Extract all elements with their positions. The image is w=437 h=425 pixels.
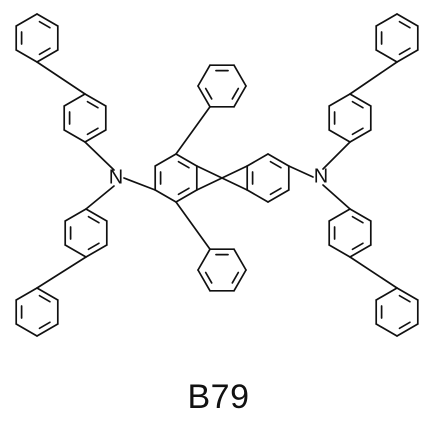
- ring-pendant-phenyl-bottom-bond: [234, 270, 246, 291]
- ring-biphenyl-inner-upper-right-double-bond: [353, 102, 363, 108]
- ring-biphenyl-inner-lower-right-bond: [350, 209, 371, 221]
- ring-terminal-phenyl-lower-right-bond: [397, 288, 418, 300]
- ring-terminal-phenyl-lower-right-double-bond: [400, 296, 410, 302]
- ring-terminal-phenyl-upper-left-bond: [37, 50, 58, 62]
- bond-n-right-lower: [323, 185, 350, 209]
- compound-label: B79: [0, 378, 437, 417]
- bond-biphenyl-link-lower-right: [350, 257, 397, 288]
- ring-terminal-phenyl-upper-left-bond: [16, 14, 37, 26]
- ring-terminal-phenyl-lower-left-bond: [37, 288, 58, 300]
- ring-biphenyl-inner-upper-left-bond: [85, 94, 106, 106]
- ring-pendant-phenyl-top-double-bond: [206, 89, 212, 99]
- ring-terminal-phenyl-upper-right-double-bond: [400, 48, 410, 54]
- ring-biphenyl-inner-upper-left-bond: [85, 130, 106, 142]
- bond-n-left-lower: [86, 186, 114, 209]
- ring-biphenyl-inner-upper-right-bond: [350, 94, 371, 106]
- ring-central-core-bond: [155, 154, 176, 166]
- ring-terminal-phenyl-upper-right-bond: [397, 14, 418, 26]
- ring-pendant-phenyl-top-bond: [198, 65, 210, 86]
- ring-pendant-phenyl-bottom-bond: [198, 249, 210, 270]
- ring-central-core-bond: [176, 154, 197, 166]
- ring-bridge-phenylene-bond: [247, 154, 268, 166]
- bond-biphenyl-link-upper-left: [37, 62, 85, 94]
- bond-biphenyl-link-upper-right: [350, 62, 397, 94]
- ring-biphenyl-inner-lower-right-double-bond: [353, 243, 363, 249]
- ring-terminal-phenyl-lower-right-bond: [376, 288, 397, 300]
- ring-biphenyl-inner-upper-right-bond: [329, 94, 350, 106]
- ring-biphenyl-inner-lower-right-double-bond: [353, 217, 363, 223]
- ring-bridge-phenylene-bond: [268, 154, 289, 166]
- ring-biphenyl-inner-upper-right-bond: [350, 130, 371, 142]
- ring-pendant-phenyl-top-double-bond: [232, 89, 238, 99]
- ring-bridge-phenylene-bond: [247, 190, 268, 202]
- ring-terminal-phenyl-lower-left-bond: [37, 324, 58, 336]
- chemical-structure-diagram: N N: [0, 0, 437, 370]
- ring-biphenyl-inner-lower-right-bond: [329, 209, 350, 221]
- atom-label-n-right: N: [314, 165, 328, 187]
- ring-biphenyl-inner-lower-right-bond: [350, 245, 371, 257]
- ring-pendant-phenyl-bottom-double-bond: [232, 273, 238, 283]
- ring-terminal-phenyl-lower-right-double-bond: [400, 322, 410, 328]
- ring-pendant-phenyl-top-bond: [234, 65, 246, 86]
- ring-pendant-phenyl-bottom-bond: [234, 249, 246, 270]
- ring-terminal-phenyl-lower-left-double-bond: [40, 296, 50, 302]
- ring-pendant-phenyl-bottom-bond: [198, 270, 210, 291]
- ring-terminal-phenyl-upper-left-bond: [16, 50, 37, 62]
- ring-biphenyl-inner-upper-left-double-bond: [88, 128, 98, 134]
- bond-n-right-bridge: [289, 166, 313, 177]
- ring-pendant-phenyl-top-bond: [198, 86, 210, 107]
- ring-biphenyl-inner-lower-left-double-bond: [89, 217, 99, 223]
- ring-biphenyl-inner-upper-left-bond: [64, 94, 85, 106]
- ring-terminal-phenyl-upper-left-double-bond: [40, 22, 50, 28]
- ring-biphenyl-inner-upper-right-double-bond: [353, 128, 363, 134]
- ring-terminal-phenyl-upper-right-bond: [376, 50, 397, 62]
- ring-biphenyl-inner-lower-left-double-bond: [89, 243, 99, 249]
- bond-core-to-bottom-phenyl: [176, 202, 210, 249]
- ring-bridge-phenylene-bond: [268, 190, 289, 202]
- ring-biphenyl-inner-upper-right-bond: [329, 130, 350, 142]
- ring-terminal-phenyl-upper-right-bond: [376, 14, 397, 26]
- ring-terminal-phenyl-upper-right-double-bond: [400, 22, 410, 28]
- ring-central-core-bond: [176, 190, 197, 202]
- ring-terminal-phenyl-lower-right-bond: [376, 324, 397, 336]
- ring-bridge-phenylene-double-bond: [271, 162, 281, 168]
- ring-terminal-phenyl-upper-left-double-bond: [40, 48, 50, 54]
- bond-biphenyl-link-lower-left: [37, 257, 86, 288]
- ring-terminal-phenyl-lower-right-bond: [397, 324, 418, 336]
- ring-central-core-double-bond: [179, 188, 189, 194]
- bond-n-left-core: [124, 178, 155, 190]
- ring-biphenyl-inner-lower-left-bond: [86, 245, 107, 257]
- ring-pendant-phenyl-bottom-double-bond: [206, 273, 212, 283]
- ring-biphenyl-inner-lower-left-bond: [65, 209, 86, 221]
- bond-layer: [16, 14, 418, 336]
- ring-bridge-phenylene-double-bond: [271, 188, 281, 194]
- atom-label-n-left: N: [109, 166, 123, 188]
- ring-biphenyl-inner-lower-left-bond: [86, 209, 107, 221]
- ring-biphenyl-inner-lower-right-bond: [329, 245, 350, 257]
- ring-biphenyl-inner-lower-left-bond: [65, 245, 86, 257]
- ring-terminal-phenyl-lower-left-bond: [16, 288, 37, 300]
- ring-central-core-double-bond: [179, 162, 189, 168]
- ring-terminal-phenyl-lower-left-bond: [16, 324, 37, 336]
- ring-biphenyl-inner-upper-left-bond: [64, 130, 85, 142]
- bond-core-to-top-phenyl: [176, 107, 210, 154]
- ring-biphenyl-inner-upper-left-double-bond: [88, 102, 98, 108]
- ring-central-core-bond: [155, 190, 176, 202]
- ring-terminal-phenyl-upper-left-bond: [37, 14, 58, 26]
- ring-terminal-phenyl-lower-left-double-bond: [40, 322, 50, 328]
- ring-pendant-phenyl-top-bond: [234, 86, 246, 107]
- ring-terminal-phenyl-upper-right-bond: [397, 50, 418, 62]
